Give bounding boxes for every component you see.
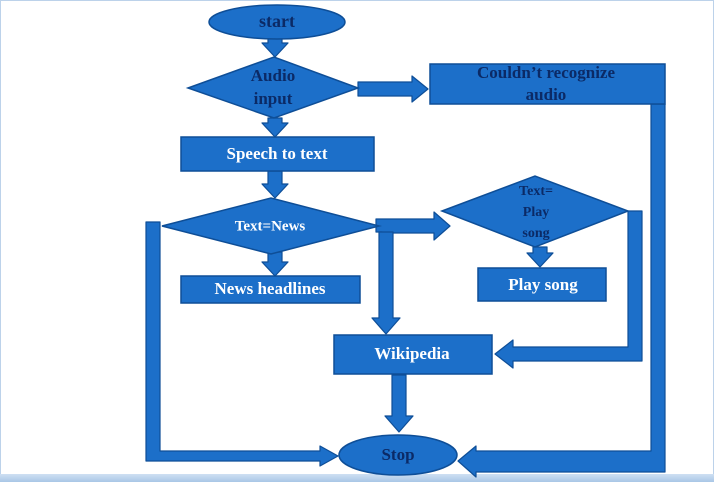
- couldnt-recognize-label-line2: audio: [526, 85, 567, 104]
- arrow-audio-input-to-speech: [261, 117, 289, 138]
- connectors: [145, 36, 666, 478]
- text-news-label: Text=News: [235, 218, 306, 234]
- node-play-song: Play song: [477, 267, 607, 302]
- audio-input-label-line2: input: [254, 89, 293, 108]
- audio-input-decision: [185, 56, 361, 119]
- slide-bottom-band: [0, 474, 714, 482]
- play-song-label: Play song: [508, 275, 578, 294]
- arrow-text-news-to-stop: [145, 221, 339, 467]
- arrow-wikipedia-to-stop: [384, 374, 414, 433]
- node-audio-input: Audio input: [185, 56, 361, 119]
- arrow-start-to-audio-input: [261, 36, 289, 58]
- wikipedia-box: [333, 334, 493, 375]
- node-text-play-song: Text= Play song: [439, 175, 631, 248]
- arrow-speech-to-text-news: [261, 170, 289, 199]
- arrow-junction-to-wikipedia: [371, 231, 401, 335]
- node-stop: Stop: [338, 434, 458, 476]
- text-play-song-label-line3: song: [522, 226, 549, 241]
- text-play-song-label-line1: Text=: [519, 184, 553, 199]
- node-speech-to-text: Speech to text: [180, 136, 375, 172]
- node-news-headlines: News headlines: [180, 275, 361, 304]
- speech-to-text-label: Speech to text: [226, 144, 327, 163]
- couldnt-recognize-box: [429, 63, 666, 105]
- audio-input-label-line1: Audio: [251, 66, 295, 85]
- node-text-news: Text=News: [161, 197, 382, 255]
- text-news-decision: [161, 197, 382, 255]
- stop-label: Stop: [381, 445, 414, 464]
- arrow-couldnt-recognize-to-stop: [457, 103, 666, 478]
- arrow-play-song-check-to-wikipedia: [494, 210, 643, 369]
- wikipedia-label: Wikipedia: [374, 344, 450, 363]
- node-start: start: [208, 4, 346, 40]
- news-headlines-box: [180, 275, 361, 304]
- play-song-box: [477, 267, 607, 302]
- arrow-text-news-to-headlines: [261, 251, 289, 277]
- arrow-audio-input-to-couldnt-recognize: [357, 75, 429, 103]
- arrow-play-song-check-to-play-song: [526, 246, 554, 268]
- start-label: start: [259, 11, 295, 31]
- node-wikipedia: Wikipedia: [333, 334, 493, 375]
- news-headlines-label: News headlines: [215, 279, 326, 298]
- stop-terminator: [338, 434, 458, 476]
- text-play-song-label-line2: Play: [523, 205, 549, 220]
- couldnt-recognize-label-line1: Couldn’t recognize: [477, 63, 615, 82]
- text-play-song-decision: [439, 175, 631, 248]
- speech-to-text-box: [180, 136, 375, 172]
- node-couldnt-recognize: Couldn’t recognize audio: [429, 63, 666, 105]
- start-terminator: [208, 4, 346, 40]
